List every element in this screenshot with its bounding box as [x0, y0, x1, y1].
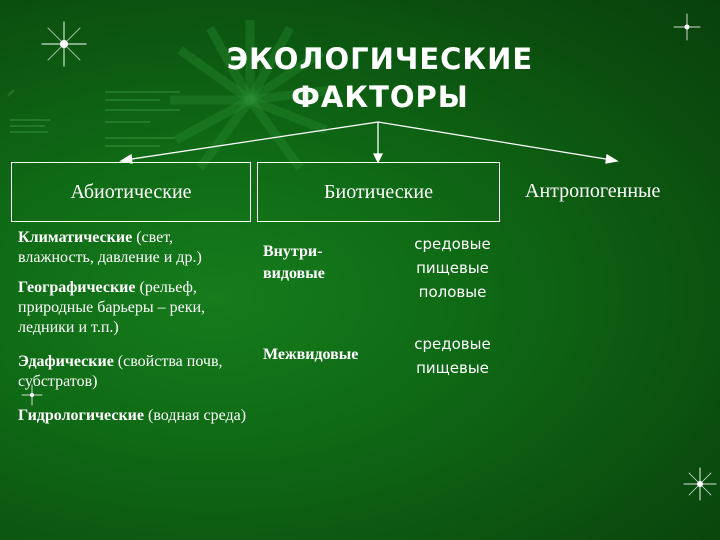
category-biotic-label: Биотические	[324, 180, 433, 203]
sparkle-star-icon	[673, 13, 701, 41]
arrow-to-anthropogenic	[377, 121, 613, 161]
biotic-group-name-line-1: Внутри-	[263, 243, 323, 260]
list-item: Эдафические (свойства почв, субстратов)	[18, 352, 248, 392]
category-abiotic-label: Абиотические	[70, 180, 192, 203]
factor-detail: (свет, влажность, давление и др.)	[18, 229, 202, 266]
factor-detail: (свойства почв, субстратов)	[18, 353, 223, 390]
factor-name: Климатические	[18, 229, 133, 246]
intraspecific-list: средовые пищевые половые	[400, 232, 505, 304]
biotic-group-name: Межвидовые	[263, 346, 359, 363]
interspecific-list: средовые пищевые	[400, 332, 505, 380]
sparkle-star-icon	[683, 467, 717, 501]
factor-name: Географические	[18, 279, 136, 296]
category-biotic: Биотические	[257, 162, 500, 222]
abiotic-factors-list: Климатические (свет, влажность, давление…	[18, 228, 248, 436]
list-item: средовые	[414, 335, 491, 353]
factor-detail: (водная среда)	[144, 407, 247, 424]
biotic-group-interspecific: Межвидовые	[263, 344, 358, 366]
list-item: пищевые	[416, 359, 489, 377]
factor-name: Эдафические	[18, 353, 114, 370]
biotic-group-name-line-2: видовые	[263, 265, 325, 282]
category-anthropogenic-label: Антропогенные	[525, 180, 661, 202]
title-line-1: ЭКОЛОГИЧЕСКИЕ	[226, 42, 534, 76]
sparkle-star-icon	[21, 384, 43, 406]
title-line-2: ФАКТОРЫ	[291, 80, 469, 114]
list-item: средовые	[414, 235, 491, 253]
category-abiotic: Абиотические	[11, 162, 251, 222]
list-item: половые	[418, 283, 487, 301]
arrowhead-anthropogenic	[605, 153, 619, 164]
arrow-to-abiotic	[124, 121, 379, 161]
list-item: пищевые	[416, 259, 489, 277]
factor-detail: (рельеф, природные барьеры – реки, ледни…	[18, 279, 206, 336]
sparkle-star-icon	[41, 21, 87, 67]
list-item: Гидрологические (водная среда)	[18, 406, 248, 426]
biotic-group-intraspecific: Внутри- видовые	[263, 241, 325, 285]
list-item: Климатические (свет, влажность, давление…	[18, 228, 248, 268]
factor-name: Гидрологические	[18, 407, 144, 424]
arrowhead-biotic	[372, 153, 384, 164]
page-title: ЭКОЛОГИЧЕСКИЕ ФАКТОРЫ	[150, 40, 610, 116]
list-item: Географические (рельеф, природные барьер…	[18, 278, 248, 338]
